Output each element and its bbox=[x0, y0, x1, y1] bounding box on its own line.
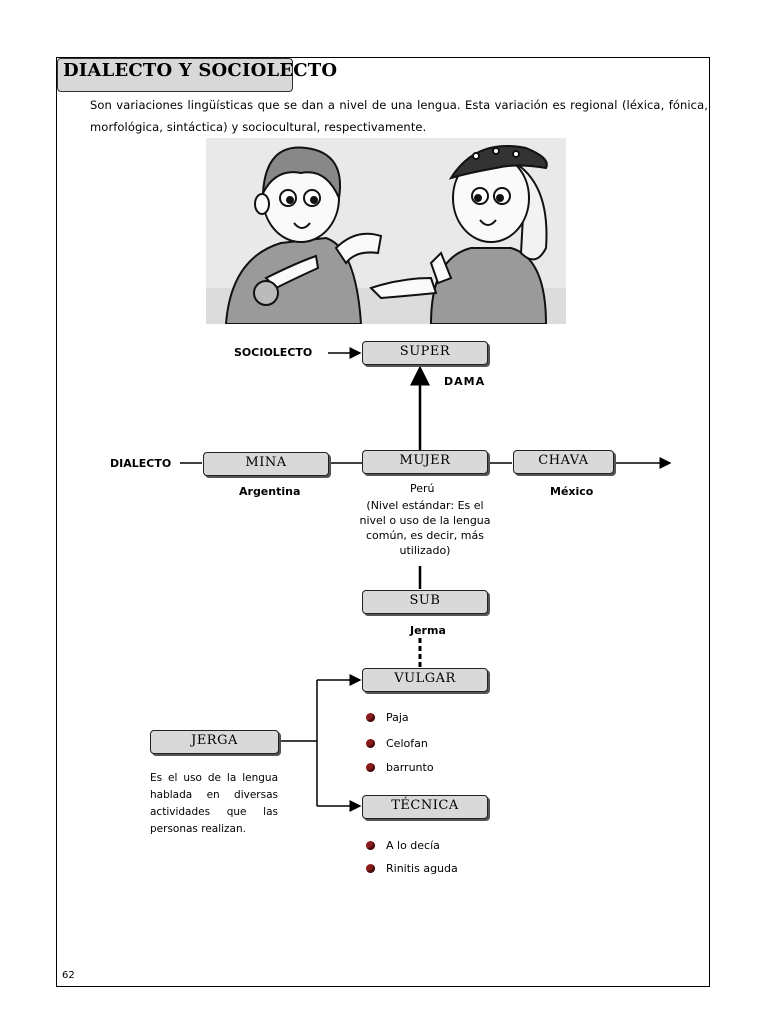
children-illustration bbox=[206, 138, 566, 324]
girl-figure bbox=[369, 145, 548, 324]
vulgar-item: Celofan bbox=[366, 737, 428, 750]
mujer-box: MUJER bbox=[362, 450, 488, 474]
bullet-icon bbox=[366, 739, 375, 748]
super-box: SUPER bbox=[362, 341, 488, 365]
tecnica-item: Rinitis aguda bbox=[366, 862, 458, 875]
mina-box: MINA bbox=[203, 452, 329, 476]
sub-box: SUB bbox=[362, 590, 488, 614]
page-title: DIALECTO Y SOCIOLECTO bbox=[63, 60, 338, 81]
vulgar-box: VULGAR bbox=[362, 668, 488, 692]
chava-place: México bbox=[550, 485, 594, 498]
tecnica-item: A lo decía bbox=[366, 839, 440, 852]
title-box bbox=[57, 58, 293, 92]
intro-paragraph: Son variaciones lingüísticas que se dan … bbox=[90, 98, 708, 134]
dialecto-label: DIALECTO bbox=[110, 457, 172, 470]
vulgar-item: Paja bbox=[366, 711, 409, 724]
bullet-icon bbox=[366, 763, 375, 772]
bullet-icon bbox=[366, 713, 375, 722]
sociolecto-label: SOCIOLECTO bbox=[234, 346, 313, 359]
bullet-icon bbox=[366, 864, 375, 873]
sub-example: Jerma bbox=[410, 624, 446, 637]
page-frame bbox=[56, 57, 710, 987]
boy-figure bbox=[224, 146, 383, 324]
mujer-note: (Nivel estándar: Es el nivel o uso de la… bbox=[359, 499, 491, 557]
bullet-icon bbox=[366, 841, 375, 850]
page-number: 62 bbox=[62, 970, 75, 981]
super-example: DAMA bbox=[444, 375, 486, 388]
mujer-place: Perú bbox=[410, 482, 435, 495]
chava-box: CHAVA bbox=[513, 450, 614, 474]
vulgar-item: barrunto bbox=[366, 761, 434, 774]
mina-place: Argentina bbox=[239, 485, 301, 498]
jerga-box: JERGA bbox=[150, 730, 279, 754]
tecnica-box: TÉCNICA bbox=[362, 795, 488, 819]
jerga-description: Es el uso de la lengua hablada en divers… bbox=[150, 772, 278, 835]
